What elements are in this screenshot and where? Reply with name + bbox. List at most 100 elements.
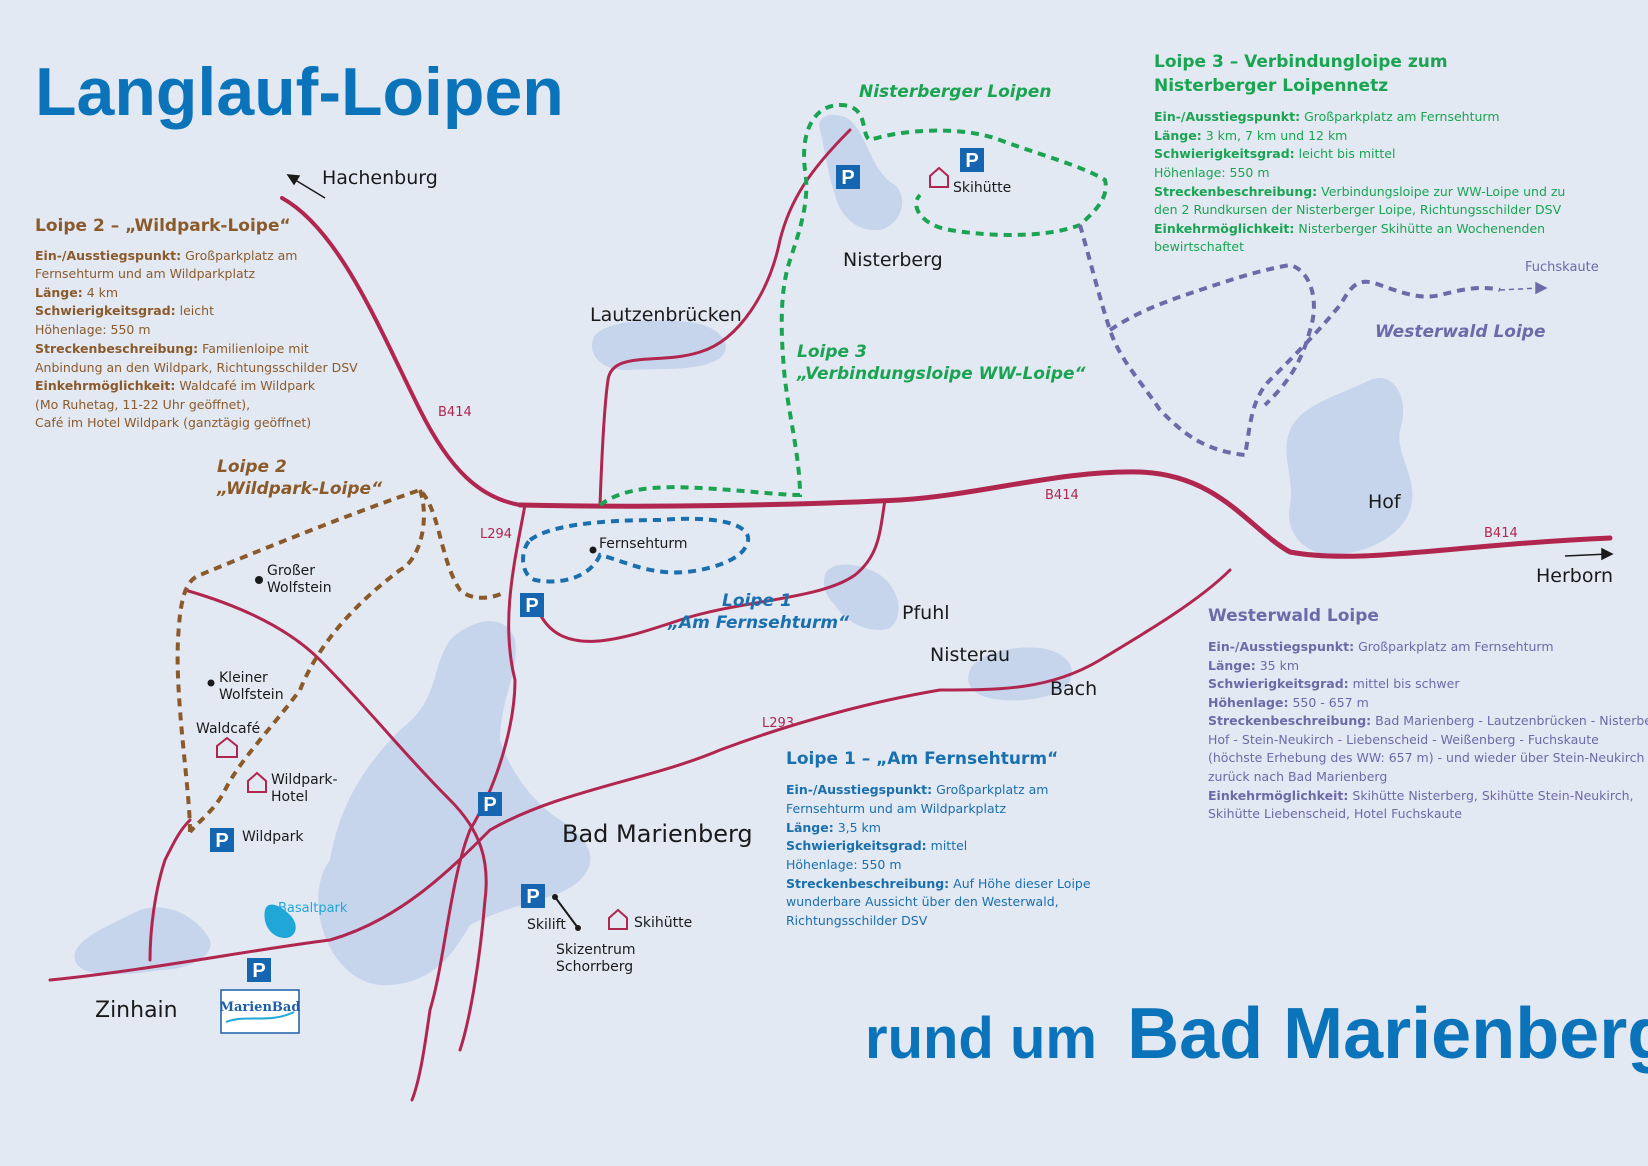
label-bach: Bach (1050, 678, 1097, 700)
arrow-fuchskaute-head (1535, 281, 1548, 295)
parking-icon-bad-marienberg-letter: P (483, 794, 496, 816)
marienbad-logo: MarienBad (220, 989, 300, 1034)
info-loipe2-line-0: Ein-/Ausstiegspunkt: Großparkplatz am (35, 248, 297, 263)
label-kleiner-wolfstein-1: Kleiner (219, 670, 268, 686)
subtitle-rund-um: rund um (865, 1006, 1097, 1071)
info-loipe2-line-7: Einkehrmöglichkeit: Waldcafé im Wildpark (35, 378, 316, 393)
arrow-hachenburg-head (286, 174, 301, 186)
parking-icon-wildpark: P (210, 828, 234, 852)
info-loipe1-line-5-label: Streckenbeschreibung: (786, 876, 949, 891)
info-loipe3-line-0: Ein-/Ausstiegspunkt: Großparkplatz am Fe… (1154, 109, 1500, 124)
trail-westerwald (1078, 224, 1501, 458)
info-box-loipe3: Loipe 3 – Verbindungloipe zum Nisterberg… (1154, 52, 1565, 254)
road-b414-east (517, 469, 1613, 559)
info-westerwald-line-3-text: 550 - 657 m (1288, 695, 1368, 710)
road-b414-west (280, 196, 522, 507)
info-loipe2-line-7-label: Einkehrmöglichkeit: (35, 378, 175, 393)
roads (48, 128, 1613, 1102)
info-westerwald-line-1: Länge: 35 km (1208, 658, 1299, 673)
trails (175, 102, 1501, 834)
hut-icon-nisterberg (929, 166, 949, 188)
info-westerwald-line-0-text: Großparkplatz am Fernsehturm (1354, 639, 1553, 654)
label-wildpark-hotel-2: Hotel (271, 789, 308, 805)
route-label-westerwald: Westerwald Loipe (1375, 322, 1545, 342)
info-box-westerwald: Westerwald Loipe Ein-/Ausstiegspunkt: Gr… (1208, 606, 1648, 821)
label-kleiner-wolfstein-2: Wolfstein (219, 687, 284, 703)
info-loipe2-line-2: Länge: 4 km (35, 285, 118, 300)
label-waldcafe: Waldcafé (196, 721, 260, 737)
route-label-nisterberger: Nisterberger Loipen (859, 82, 1051, 102)
info-loipe2-line-6: Anbindung an den Wildpark, Richtungsschi… (35, 360, 358, 375)
info-loipe3-line-6-text: Nisterberger Skihütte an Wochenenden (1294, 221, 1545, 236)
road-label-b414-a: B414 (438, 405, 472, 420)
label-zinhain: Zinhain (95, 998, 178, 1023)
info-westerwald-line-4-text: Bad Marienberg - Lautzenbrücken - Nister… (1371, 713, 1648, 728)
info-loipe1-line-3-text: mittel (927, 838, 968, 853)
route-label-loipe3-1: Loipe 3 (797, 342, 867, 362)
label-herborn: Herborn (1536, 565, 1613, 587)
info-loipe2-line-5-label: Streckenbeschreibung: (35, 341, 198, 356)
info-westerwald-line-5: Hof - Stein-Neukirch - Liebenscheid - We… (1208, 732, 1599, 747)
info-westerwald-line-5-text: Hof - Stein-Neukirch - Liebenscheid - We… (1208, 732, 1599, 747)
road-label-l294: L294 (480, 527, 512, 542)
parking-icon-zinhain: P (247, 958, 271, 982)
info-loipe2-line-1-text: Fernsehturm und am Wildparkplatz (35, 266, 256, 281)
arrow-hachenburg (291, 177, 326, 199)
info-westerwald-line-2-text: mittel bis schwer (1349, 676, 1461, 691)
info-loipe2-line-2-label: Länge: (35, 285, 83, 300)
hut-icon-waldcafe (216, 736, 238, 758)
info-westerwald-line-2: Schwierigkeitsgrad: mittel bis schwer (1208, 676, 1460, 691)
label-skihuette-nisterberg: Skihütte (953, 180, 1011, 196)
hut-icon-wildpark-hotel (247, 771, 267, 793)
info-westerwald-line-3: Höhenlage: 550 - 657 m (1208, 695, 1369, 710)
hut-icon-schorrberg (608, 908, 628, 930)
info-loipe3-line-4: Streckenbeschreibung: Verbindungsloipe z… (1154, 184, 1565, 199)
arrow-fuchskaute (1499, 287, 1541, 291)
point-markers (207, 546, 597, 931)
info-loipe3-line-0-label: Ein-/Ausstiegspunkt: (1154, 109, 1300, 124)
info-box-loipe1: Loipe 1 – „Am Fernsehturm“ Ein-/Ausstieg… (786, 749, 1091, 928)
logo-wave (225, 1011, 295, 1023)
info-westerwald-line-2-label: Schwierigkeitsgrad: (1208, 676, 1349, 691)
info-loipe1-line-6: wunderbare Aussicht über den Westerwald, (786, 894, 1059, 909)
info-westerwald-line-9-text: Skihütte Liebenscheid, Hotel Fuchskaute (1208, 806, 1462, 821)
info-loipe2-line-6-text: Anbindung an den Wildpark, Richtungsschi… (35, 360, 358, 375)
skilift-top-dot (552, 894, 558, 900)
info-westerwald-line-1-text: 35 km (1256, 658, 1299, 673)
label-grosser-wolfstein-2: Wolfstein (267, 580, 332, 596)
info-westerwald-line-0: Ein-/Ausstiegspunkt: Großparkplatz am Fe… (1208, 639, 1554, 654)
route-labels: Nisterberger Loipen Loipe 3 „Verbindungs… (216, 82, 1545, 633)
parking-icon-fernsehturm: P (520, 593, 544, 617)
direction-arrows (286, 174, 1614, 561)
road-label-b414-c: B414 (1484, 526, 1518, 541)
road-zinhain-north (148, 818, 192, 962)
info-westerwald-line-3-label: Höhenlage: (1208, 695, 1288, 710)
info-westerwald-line-0-label: Ein-/Ausstiegspunkt: (1208, 639, 1354, 654)
info-loipe2-line-0-label: Ein-/Ausstiegspunkt: (35, 248, 181, 263)
settlement-bach (968, 647, 1072, 701)
info-loipe3-line-7-text: bewirtschaftet (1154, 239, 1244, 254)
info-loipe2-line-5-text: Familienloipe mit (198, 341, 309, 356)
info-loipe3-title-1: Loipe 3 – Verbindungloipe zum (1154, 52, 1448, 72)
info-westerwald-line-1-label: Länge: (1208, 658, 1256, 673)
info-loipe1-line-0-text: Großparkplatz am (932, 782, 1048, 797)
info-loipe3-line-2: Schwierigkeitsgrad: leicht bis mittel (1154, 146, 1395, 161)
info-loipe3-line-4-label: Streckenbeschreibung: (1154, 184, 1317, 199)
info-loipe2-line-7-text: Waldcafé im Wildpark (175, 378, 316, 393)
info-loipe3-line-6-label: Einkehrmöglichkeit: (1154, 221, 1294, 236)
label-wildpark-hotel-1: Wildpark- (271, 772, 338, 788)
info-loipe2-title: Loipe 2 – „Wildpark-Loipe“ (35, 216, 291, 236)
info-loipe3-line-2-text: leicht bis mittel (1295, 146, 1396, 161)
info-loipe1-line-2-label: Länge: (786, 820, 834, 835)
info-loipe1-line-6-text: wunderbare Aussicht über den Westerwald, (786, 894, 1059, 909)
label-hof: Hof (1368, 491, 1402, 513)
info-loipe1-line-0: Ein-/Ausstiegspunkt: Großparkplatz am (786, 782, 1048, 797)
hut-icons (216, 166, 949, 930)
subtitle-bad-marienberg: Bad Marienberg (1127, 994, 1648, 1074)
info-loipe3-line-5: den 2 Rundkursen der Nisterberger Loipe,… (1154, 202, 1562, 217)
info-loipe2-line-3: Schwierigkeitsgrad: leicht (35, 303, 214, 318)
main-title: Langlauf-Loipen (35, 54, 564, 130)
settlement-lautzenbruecken (591, 320, 726, 371)
info-loipe3-line-5-text: den 2 Rundkursen der Nisterberger Loipe,… (1154, 202, 1562, 217)
road-wolfstein (183, 588, 488, 1052)
